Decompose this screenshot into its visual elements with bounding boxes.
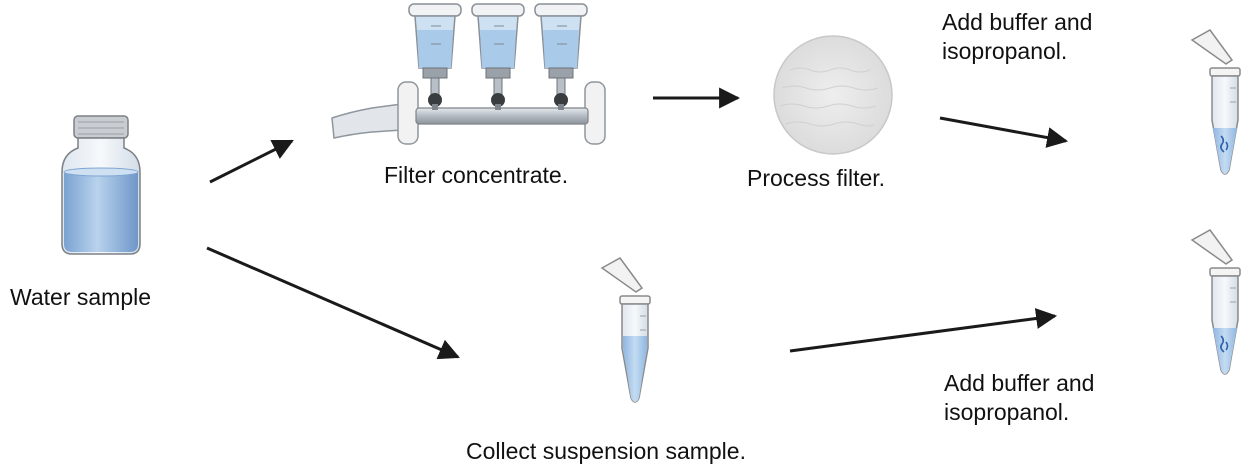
filter-disc-icon [773, 35, 893, 155]
add-buffer-label-bottom: Add buffer and isopropanol. [944, 370, 1095, 425]
tube-icon [1191, 229, 1241, 375]
arrow-to-suspension [206, 246, 460, 360]
filter-concentrate-label: Filter concentrate. [384, 162, 569, 188]
arrow-to-bottom-tube [789, 308, 1058, 353]
tube-icon [601, 257, 651, 403]
add-buffer-label-top: Add buffer and isopropanol. [942, 9, 1093, 64]
water-sample-label: Water sample [10, 284, 152, 310]
collect-suspension-label: Collect suspension sample. [466, 438, 746, 464]
process-filter-label: Process filter. [747, 165, 886, 191]
arrow-to-filter [209, 139, 294, 184]
arrow-to-top-tube [939, 116, 1069, 148]
bottle-icon [61, 115, 141, 255]
tube-icon [1191, 29, 1241, 175]
filter-manifold-icon [331, 3, 606, 145]
